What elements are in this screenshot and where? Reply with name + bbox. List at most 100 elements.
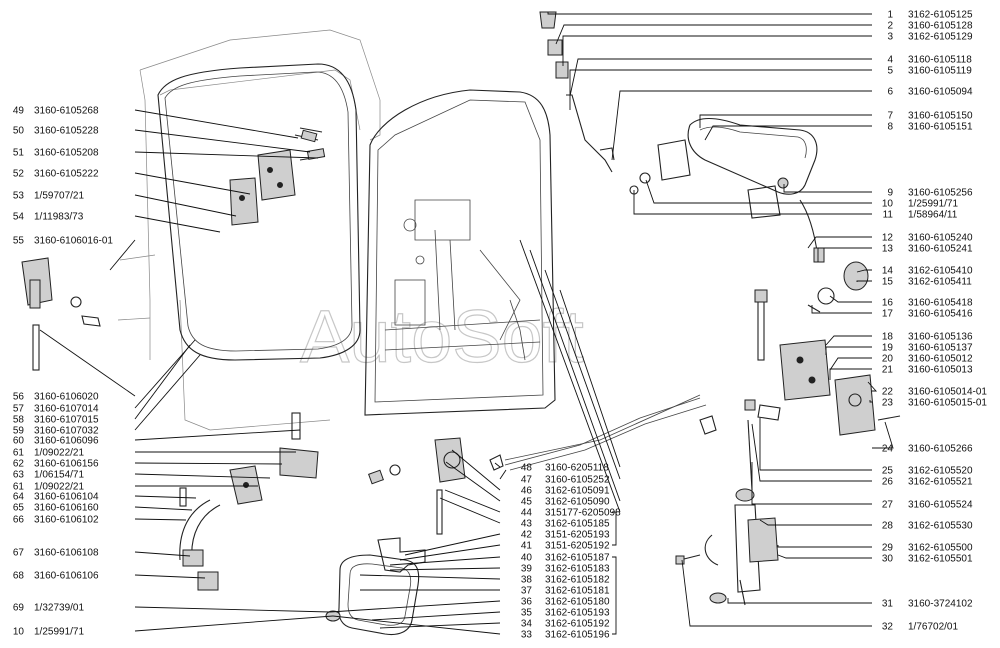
callout-number: 9 [887, 188, 893, 199]
leader-line [867, 381, 878, 392]
leader-line [134, 495, 197, 499]
callout-number: 44 [521, 508, 533, 519]
callout-number: 49 [13, 106, 25, 117]
part-number: 1/09022/21 [34, 482, 84, 493]
part-number: 3162-6105192 [545, 619, 610, 630]
callout-number: 65 [13, 503, 25, 514]
callout-number: 22 [882, 387, 894, 398]
leader-line [445, 461, 501, 502]
leader-line [829, 295, 872, 303]
connecting-rods [504, 299, 717, 471]
door-check-assembly [179, 412, 319, 591]
leader-line [829, 368, 872, 380]
callout-number: 1 [887, 10, 893, 21]
callout-number: 33 [521, 630, 533, 641]
callout-number: 14 [882, 266, 894, 277]
leader-line [777, 545, 872, 548]
leader-line [699, 114, 872, 128]
callout-number: 41 [521, 541, 533, 552]
part-number: 3160-6106104 [34, 492, 99, 503]
part-number: 3160-6205118 [545, 463, 609, 474]
part-number: 3160-6106156 [34, 459, 99, 470]
callout-number: 55 [13, 236, 25, 247]
leader-line [134, 354, 201, 431]
callout-number: 19 [882, 343, 894, 354]
leader-line [134, 151, 319, 159]
leader-line [134, 429, 301, 441]
leader-line [134, 172, 251, 195]
callout-number: 26 [882, 477, 894, 488]
callout-number: 4 [887, 55, 893, 66]
part-number: 1/25991/71 [34, 627, 84, 638]
callout-number: 32 [882, 622, 894, 633]
leader-line [134, 109, 299, 139]
callout-number: 43 [521, 519, 533, 530]
part-number: 3162-6105411 [908, 277, 972, 288]
leader-line [829, 357, 872, 371]
group-bracket [612, 511, 617, 546]
part-number: 1/59707/21 [34, 191, 84, 202]
part-number: 3160-6105240 [908, 233, 973, 244]
part-number: 3162-6105183 [545, 564, 610, 575]
inner-handle-parts [325, 394, 701, 636]
part-number: 315177-6205098 [545, 508, 621, 519]
callout-number: 34 [521, 619, 533, 630]
callout-number: 10 [882, 199, 894, 210]
callout-number: 60 [13, 436, 25, 447]
callout-number: 59 [13, 426, 25, 437]
leader-line [569, 69, 872, 110]
callout-number: 63 [13, 470, 25, 481]
part-number: 3162-6105187 [545, 553, 610, 564]
part-number: 1/09022/21 [34, 448, 84, 459]
leader-line [569, 58, 872, 97]
leader-line [547, 12, 872, 15]
leader-line [134, 462, 283, 465]
part-number: 3162-6105090 [545, 497, 610, 508]
leader-line [134, 615, 334, 632]
part-number: 3162-6105500 [908, 543, 973, 554]
leader-line [439, 497, 501, 524]
leader-line [727, 598, 872, 604]
part-number: 3160-6105228 [34, 126, 99, 137]
callout-number: 6 [887, 87, 893, 98]
leader-line [704, 125, 872, 141]
callout-number: 42 [521, 530, 533, 541]
callout-number: 23 [882, 398, 894, 409]
callout-number: 3 [887, 32, 893, 43]
leader-line [811, 305, 872, 314]
callout-number: 47 [521, 475, 533, 486]
leader-line [645, 179, 872, 204]
part-number: 3160-6106016-01 [34, 236, 113, 247]
callout-number: 15 [882, 277, 894, 288]
leader-line [817, 247, 872, 262]
part-number: 3162-6105530 [908, 521, 973, 532]
leader-line [544, 269, 621, 480]
part-number: 3151-6205192 [545, 541, 610, 552]
leader-line [39, 329, 136, 397]
callout-brackets [612, 511, 617, 635]
group-bracket [612, 556, 617, 635]
part-number: 3160-6105268 [34, 106, 99, 117]
leader-line [371, 611, 501, 621]
part-number: 3162-6105125 [908, 10, 973, 21]
leader-line [559, 289, 621, 468]
callout-number: 45 [521, 497, 533, 508]
leader-line [379, 622, 501, 629]
part-number: 3162-6105520 [908, 466, 973, 477]
callout-number: 16 [882, 298, 894, 309]
callout-number: 56 [13, 392, 25, 403]
callout-number: 54 [13, 212, 25, 223]
callout-number: 58 [13, 415, 25, 426]
part-number: 3160-6105524 [908, 500, 973, 511]
leader-line [519, 239, 621, 513]
callout-number: 10 [13, 627, 25, 638]
leader-line [134, 344, 191, 420]
leader-line [611, 90, 872, 161]
callout-number: 52 [13, 169, 25, 180]
leader-line [869, 400, 872, 403]
leader-line [633, 190, 872, 215]
watermark-text: AutoSoft [300, 295, 584, 378]
leader-line [134, 574, 206, 579]
